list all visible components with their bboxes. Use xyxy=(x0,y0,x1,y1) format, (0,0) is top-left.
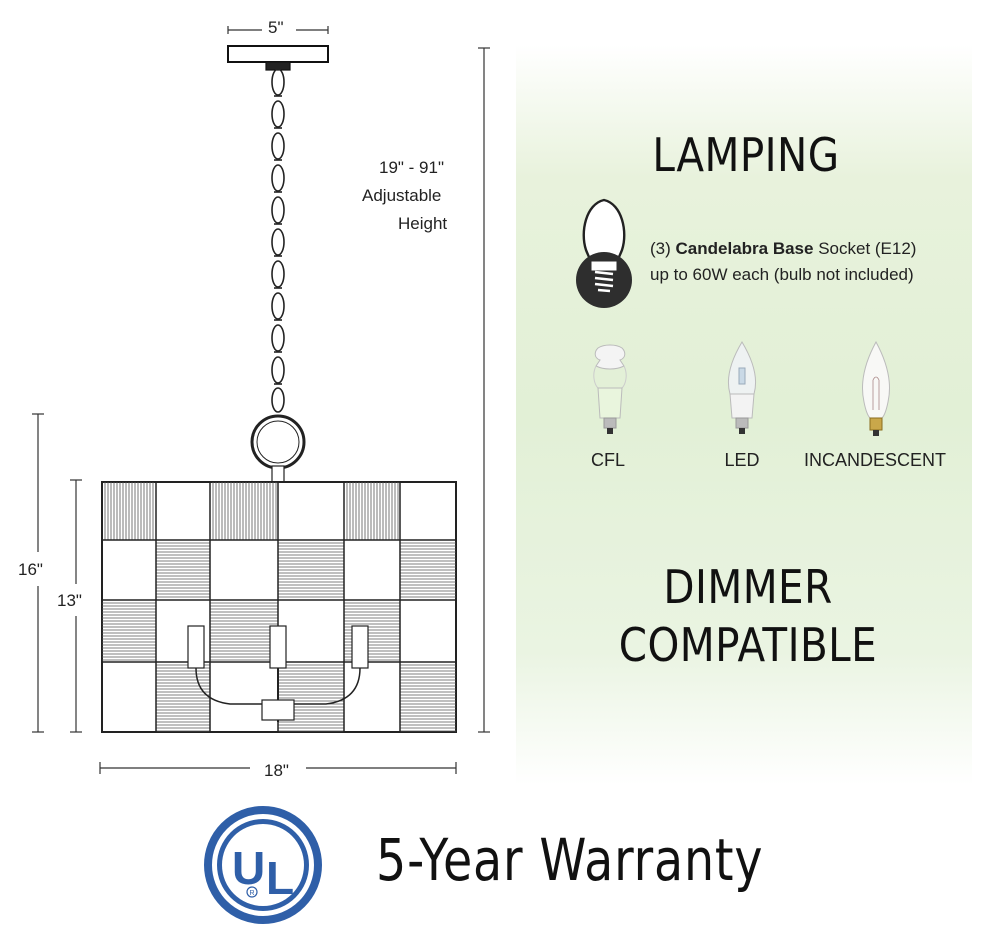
overall-height-label: 16" xyxy=(18,560,43,579)
socket-count: (3) xyxy=(650,239,671,258)
fixture-dimension-drawing xyxy=(32,26,490,774)
shade-height-label: 13" xyxy=(57,591,82,610)
canopy xyxy=(227,45,329,63)
socket-description: (3) Candelabra Base Socket (E12) up to 6… xyxy=(650,236,916,288)
adjustable-label: Adjustable xyxy=(362,186,442,205)
cfl-label: CFL xyxy=(590,450,625,470)
ul-logo: U L R xyxy=(204,806,322,924)
shade-cage xyxy=(101,481,457,733)
led-label: LED xyxy=(724,450,760,470)
led-bulb-icon xyxy=(728,341,756,434)
ul-logo-u: U xyxy=(232,842,265,894)
svg-text:R: R xyxy=(250,890,255,897)
shade-width-label: 18" xyxy=(264,761,289,780)
incandescent-bulb-icon xyxy=(862,340,890,436)
overall-height-dimension xyxy=(32,413,44,733)
cfl-bulb-icon xyxy=(593,344,627,434)
shade-width-dimension xyxy=(99,762,457,774)
ring xyxy=(250,414,306,470)
canopy-width-dimension xyxy=(227,26,329,34)
chain xyxy=(271,68,285,413)
height-label: Height xyxy=(398,214,448,233)
compatible-heading: COMPATIBLE xyxy=(618,618,878,672)
adjustable-height-range-label: 19" - 91" xyxy=(379,158,444,177)
candelabra-bulb-icon xyxy=(576,198,632,308)
canopy-width-label: 5" xyxy=(268,18,284,37)
incandescent-label: INCANDESCENT xyxy=(804,450,947,470)
lamping-heading: LAMPING xyxy=(652,128,840,182)
socket-suffix: Socket (E12) xyxy=(818,239,917,258)
ul-logo-l: L xyxy=(266,852,294,904)
warranty-text: 5-Year Warranty xyxy=(376,826,764,894)
adjustable-height-dimension xyxy=(478,47,490,733)
wattage-text: up to 60W each (bulb not included) xyxy=(650,265,914,284)
shade-height-dimension xyxy=(70,479,82,733)
dimmer-heading: DIMMER xyxy=(663,560,833,614)
socket-type: Candelabra Base xyxy=(675,239,814,258)
